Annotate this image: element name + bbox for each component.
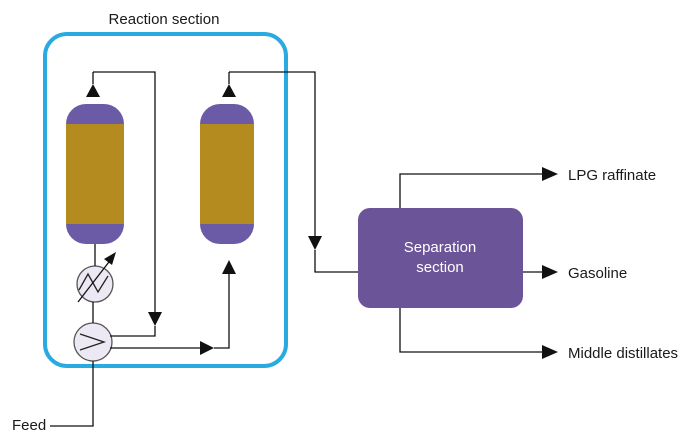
lpg-raffinate-arrow-icon [542,167,558,181]
lpg-raffinate-label: LPG raffinate [568,167,656,184]
feed-label: Feed [12,417,46,434]
middle-distillates-label: Middle distillates [568,345,678,362]
reactor-1 [66,104,124,244]
gasoline-label: Gasoline [568,265,627,282]
reactor-2 [200,104,254,244]
reactor-1-return-arrow-icon [148,312,162,326]
reactor-1-outlet-arrow-icon [86,84,100,97]
reactor-2-inlet-arrow-icon [222,260,236,274]
reactor-2-outlet-arrow-icon [222,84,236,97]
reaction-section-label: Reaction section [109,11,220,28]
feed-heater [76,252,116,303]
to-reactor-2-arrow-icon [200,341,214,355]
reactor-1-catalyst-bed [66,124,124,224]
separation-section-box [358,208,523,308]
gasoline-arrow-icon [542,265,558,279]
middle-distillates-arrow-icon [542,345,558,359]
heater-adjust-arrow-icon [104,252,116,265]
separation-section-label-line2: section [416,259,464,276]
reactor-2-catalyst-bed [200,124,254,224]
reaction-section-boundary [43,32,288,368]
feed-effluent-exchanger [73,322,113,362]
to-separation-arrow-icon [308,236,322,250]
separation-section-label-line1: Separation [404,239,477,256]
